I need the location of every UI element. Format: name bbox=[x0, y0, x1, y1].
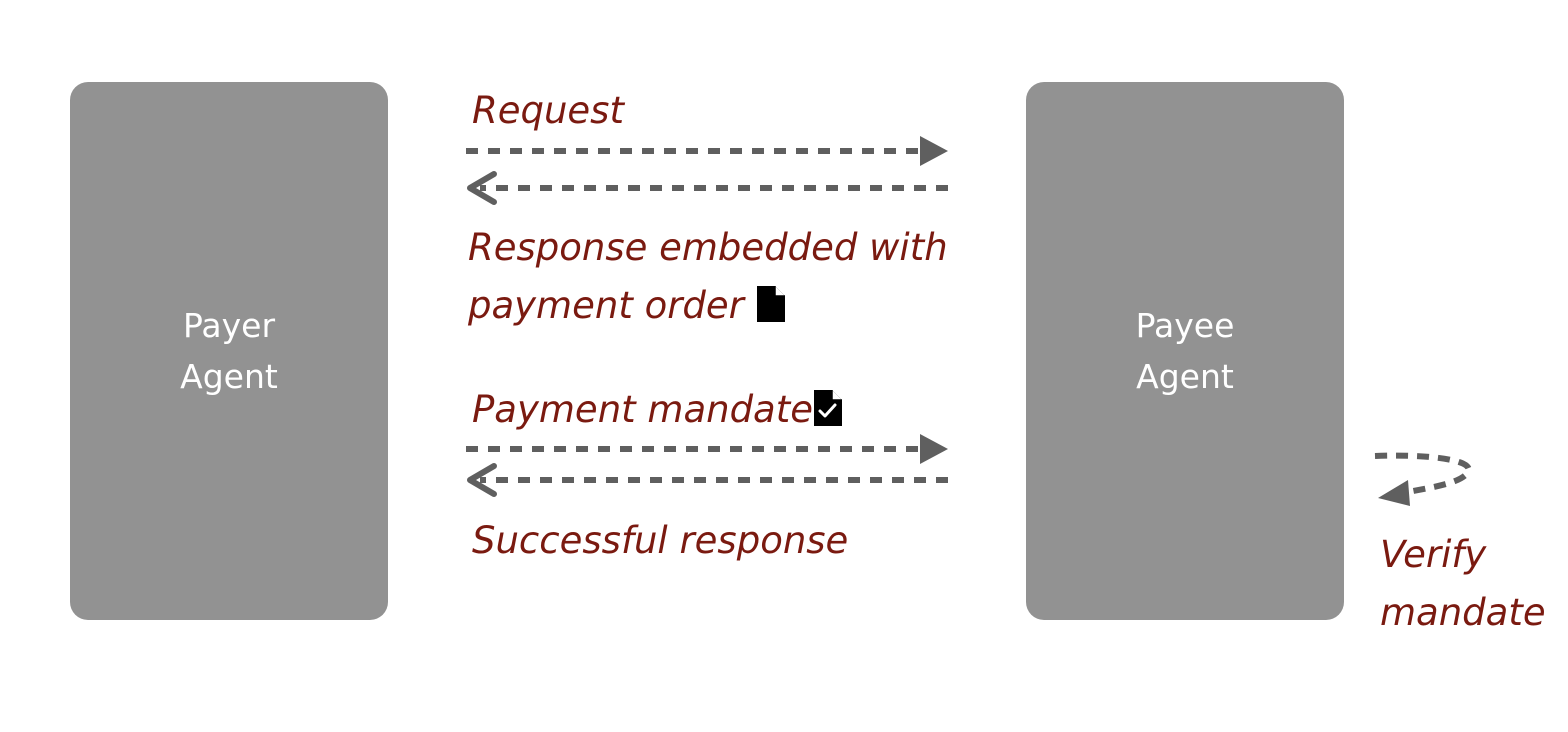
response-label-line1: Response embedded with bbox=[468, 226, 948, 269]
request-arrow bbox=[466, 136, 948, 166]
mandate-label: Payment mandate bbox=[472, 388, 814, 431]
success-label: Successful response bbox=[472, 519, 849, 562]
verify-label-line1: Verify bbox=[1380, 533, 1487, 576]
verify-loop-arrow bbox=[1374, 452, 1472, 506]
response-label-line2-row: payment order bbox=[468, 277, 948, 335]
payer-agent-label-line1: Payer bbox=[182, 306, 276, 345]
response-arrow bbox=[467, 171, 948, 205]
mandate-arrow bbox=[466, 434, 948, 464]
response-label-line2: payment order bbox=[468, 284, 744, 327]
payer-agent-box: Payer Agent bbox=[70, 82, 388, 620]
mandate-label-row: Payment mandate bbox=[472, 381, 843, 439]
document-icon bbox=[756, 286, 785, 322]
payee-agent-label-line2: Agent bbox=[1136, 357, 1234, 396]
payee-agent-box: Payee Agent bbox=[1026, 82, 1344, 620]
verify-label: Verify mandate bbox=[1380, 526, 1546, 642]
success-arrow bbox=[467, 463, 948, 497]
document-check-icon bbox=[814, 390, 843, 426]
verify-label-line2: mandate bbox=[1380, 591, 1546, 634]
request-label: Request bbox=[472, 89, 624, 132]
payee-agent-label-line1: Payee bbox=[1135, 306, 1235, 345]
response-label: Response embedded with payment order bbox=[468, 219, 948, 335]
payer-agent-label-line2: Agent bbox=[180, 357, 278, 396]
